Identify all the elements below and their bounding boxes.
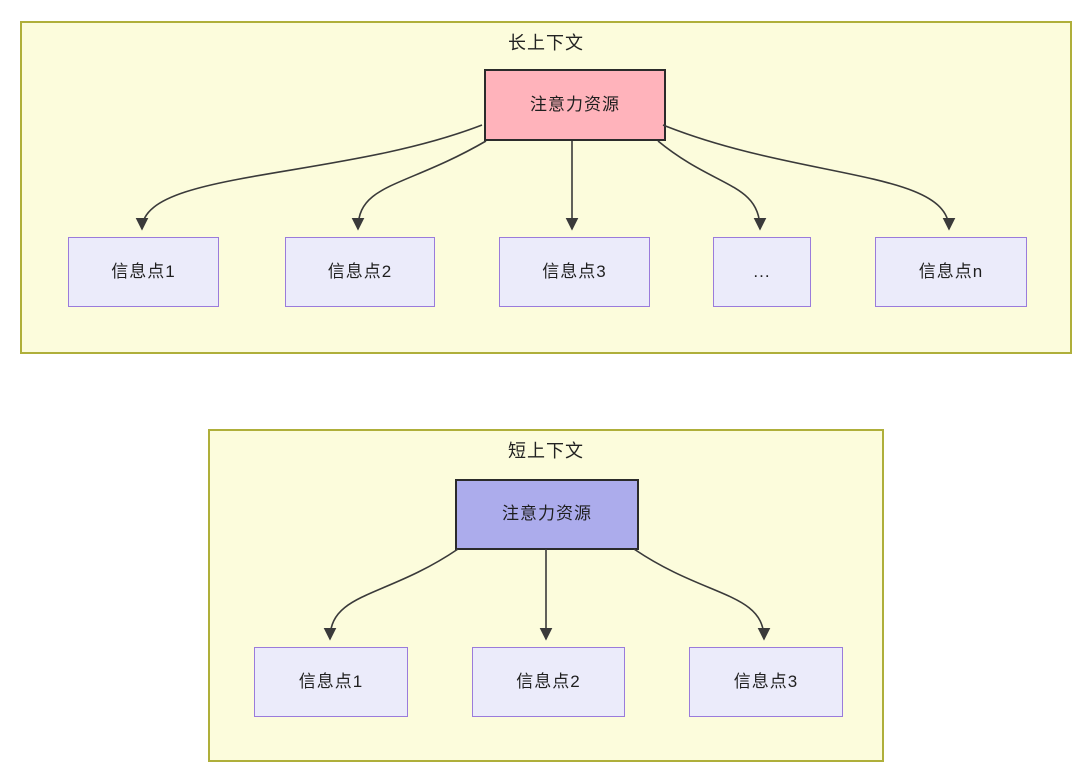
info-node-long-n: 信息点n: [875, 237, 1027, 307]
info-node-long-2: 信息点2: [285, 237, 435, 307]
long-context-container: 长上下文 注意力资源 信息点1 信息点2 信息点3 ... 信息点n: [20, 21, 1072, 354]
info-node-short-3: 信息点3: [689, 647, 843, 717]
short-context-container: 短上下文 注意力资源 信息点1 信息点2 信息点3: [208, 429, 884, 762]
info-node-long-1: 信息点1: [68, 237, 219, 307]
long-context-title: 长上下文: [508, 33, 584, 53]
info-node-long-3: 信息点3: [499, 237, 650, 307]
info-node-short-2: 信息点2: [472, 647, 625, 717]
attention-node-short: 注意力资源: [455, 479, 639, 550]
attention-node-long: 注意力资源: [484, 69, 666, 141]
short-context-title: 短上下文: [508, 441, 584, 461]
info-node-long-ellipsis: ...: [713, 237, 811, 307]
info-node-short-1: 信息点1: [254, 647, 408, 717]
